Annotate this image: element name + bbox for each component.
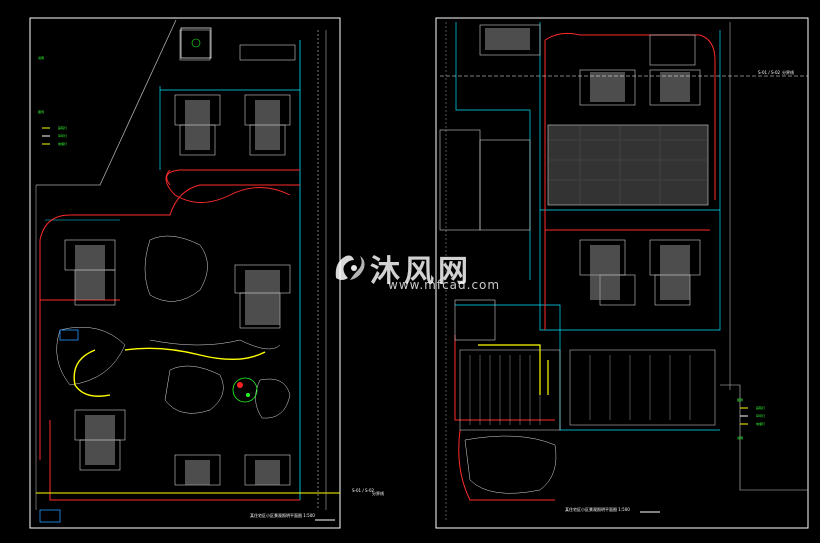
left-green-plaza [232,377,258,403]
right-notes-heading: 说明 [737,436,744,440]
right-central-plaza [547,124,709,206]
left-notes-heading: 说明 [38,56,45,60]
right-sheet-title: 某住宅区小区景观照明平面图 1:500 [565,507,630,512]
right-legend-item-3: 地埋灯 [756,422,766,426]
left-legend-item-2: 草坪灯 [58,134,68,138]
right-legend-item-1: 庭院灯 [756,406,766,410]
right-yellow-edges [478,344,549,395]
left-legend-item-1: 庭院灯 [58,126,68,130]
left-match-line-tag: 分界线 [372,491,384,496]
right-parking-garage [459,349,716,431]
left-legend-item-3: 地埋灯 [58,142,68,146]
left-sheet-title: 某住宅区小区景观照明平面图 1:500 [250,513,315,518]
left-legend-symbols [42,127,50,145]
left-site-boundary [36,19,177,186]
right-match-line-tag: 分界线 [782,70,794,75]
left-lighting-circuit [39,169,300,501]
right-sheet-border [435,17,809,529]
left-yellow-walkway [73,347,266,397]
right-legend-symbols [740,407,748,425]
left-match-line-label: S-01 / S-02 [352,488,375,493]
left-landscape-contours [56,235,291,419]
right-lower-landscape [464,435,557,494]
left-sports-court [180,27,212,59]
right-buildings [439,24,701,341]
left-legend-heading: 图例 [38,110,45,114]
right-legend-heading: 图例 [737,398,744,402]
right-match-line-label: S-01 / S-02 [758,70,781,75]
right-legend-item-2: 草坪灯 [756,414,766,418]
